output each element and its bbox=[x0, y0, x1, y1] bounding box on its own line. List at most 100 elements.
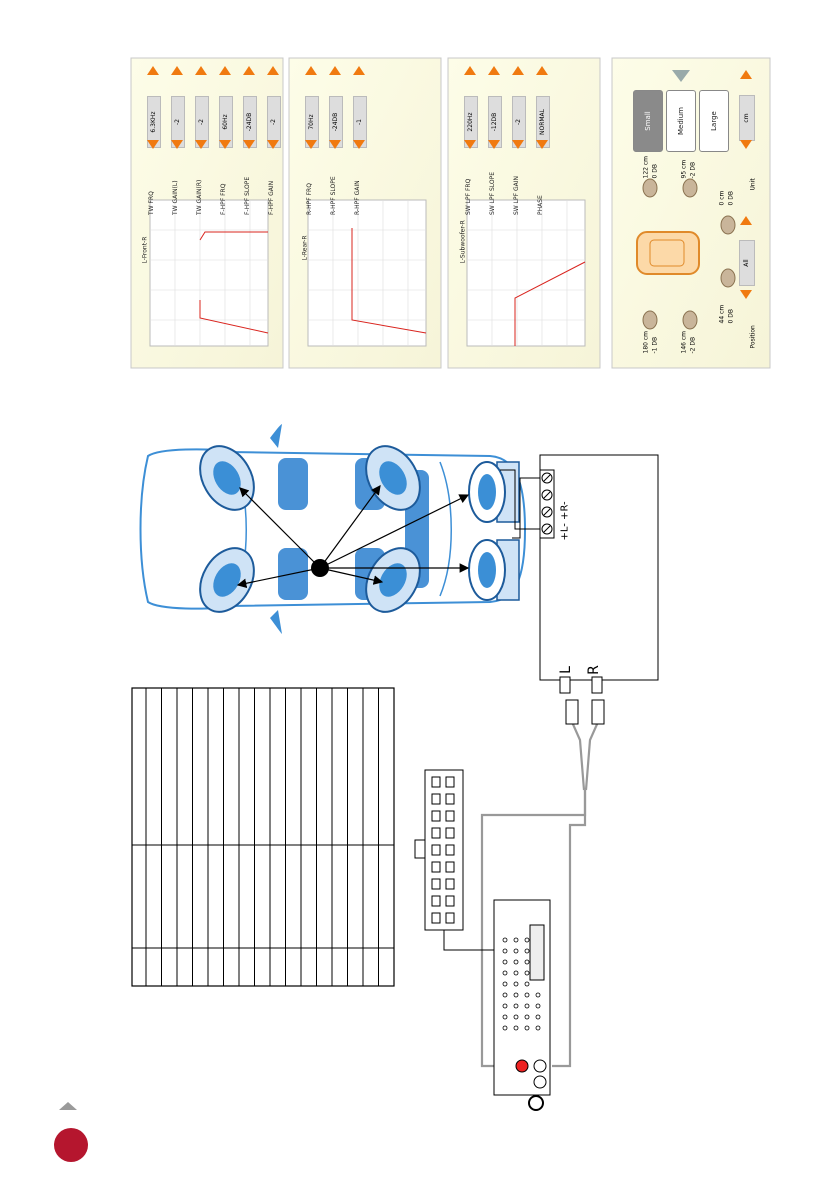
increase-arrow-icon[interactable] bbox=[171, 66, 183, 75]
decrease-arrow-icon[interactable] bbox=[147, 140, 159, 149]
increase-arrow-icon[interactable] bbox=[219, 66, 231, 75]
vent-hole bbox=[524, 937, 530, 943]
speaker-gain: 0 DB bbox=[727, 191, 735, 206]
decrease-arrow-icon[interactable] bbox=[305, 140, 317, 149]
eq-curve-rear bbox=[351, 228, 427, 334]
connector-pin bbox=[445, 844, 455, 856]
increase-arrow-icon[interactable] bbox=[740, 70, 752, 79]
terminal-block bbox=[539, 469, 555, 539]
vent-hole bbox=[502, 970, 508, 976]
vent-hole bbox=[513, 981, 519, 987]
speaker-distance: 146 cm bbox=[680, 330, 688, 354]
eq-graph-sub bbox=[466, 199, 586, 347]
connector-pin bbox=[445, 776, 455, 788]
speaker-distance: 44 cm bbox=[718, 304, 726, 324]
decrease-arrow-icon[interactable] bbox=[464, 140, 476, 149]
increase-arrow-icon[interactable] bbox=[305, 66, 317, 75]
connector-pin bbox=[431, 776, 441, 788]
decrease-arrow-icon[interactable] bbox=[267, 140, 279, 149]
vent-hole bbox=[513, 937, 519, 943]
increase-arrow-icon[interactable] bbox=[195, 66, 207, 75]
decrease-arrow-icon[interactable] bbox=[536, 140, 548, 149]
vent-hole bbox=[524, 959, 530, 965]
speaker-icon bbox=[682, 310, 698, 330]
vent-hole bbox=[502, 1025, 508, 1031]
vent-hole bbox=[535, 1025, 541, 1031]
increase-arrow-icon[interactable] bbox=[267, 66, 279, 75]
vent-hole bbox=[502, 992, 508, 998]
eq-graph-front bbox=[149, 199, 269, 347]
rca-out-left bbox=[515, 1059, 529, 1073]
rca-plug bbox=[565, 699, 579, 725]
size-button-large[interactable]: Large bbox=[699, 90, 729, 152]
speaker-distance: 0 cm bbox=[718, 190, 726, 206]
decrease-arrow-icon[interactable] bbox=[488, 140, 500, 149]
increase-arrow-icon[interactable] bbox=[740, 216, 752, 225]
down-triangle-icon[interactable] bbox=[672, 70, 690, 82]
vent-hole bbox=[535, 1003, 541, 1009]
iso-connector bbox=[414, 769, 540, 951]
increase-arrow-icon[interactable] bbox=[512, 66, 524, 75]
vent-hole bbox=[524, 981, 530, 987]
eq-curve-sub bbox=[514, 261, 586, 346]
connector-pin bbox=[445, 861, 455, 873]
connector-pin bbox=[431, 810, 441, 822]
decrease-arrow-icon[interactable] bbox=[195, 140, 207, 149]
vent-hole bbox=[524, 1025, 530, 1031]
speaker-distance: 122 cm bbox=[642, 155, 650, 179]
connector-pin bbox=[431, 793, 441, 805]
decrease-arrow-icon[interactable] bbox=[353, 140, 365, 149]
subwoofer-right bbox=[468, 539, 520, 601]
vent-hole bbox=[524, 970, 530, 976]
decrease-arrow-icon[interactable] bbox=[243, 140, 255, 149]
connector-pin bbox=[431, 844, 441, 856]
increase-arrow-icon[interactable] bbox=[536, 66, 548, 75]
unit-value[interactable]: cm bbox=[739, 95, 755, 141]
increase-arrow-icon[interactable] bbox=[147, 66, 159, 75]
vent-hole bbox=[513, 1025, 519, 1031]
vent-hole bbox=[513, 948, 519, 954]
speaker-icon bbox=[720, 215, 736, 235]
decrease-arrow-icon[interactable] bbox=[512, 140, 524, 149]
vent-hole bbox=[502, 948, 508, 954]
connector-pin bbox=[445, 912, 455, 924]
vent-hole bbox=[513, 970, 519, 976]
speaker-gain: 0 DB bbox=[727, 309, 735, 324]
vent-hole bbox=[524, 1003, 530, 1009]
speaker-front-right bbox=[199, 547, 255, 613]
vent-hole bbox=[502, 981, 508, 987]
car-speaker-diagram bbox=[139, 424, 527, 634]
speaker-icon bbox=[642, 310, 658, 330]
connector-pin bbox=[431, 827, 441, 839]
page-up-icon[interactable] bbox=[59, 1102, 77, 1110]
rca-plug bbox=[591, 699, 605, 725]
speaker-distance: 180 cm bbox=[642, 330, 650, 354]
vent-hole bbox=[513, 1003, 519, 1009]
connector-pin bbox=[431, 878, 441, 890]
connector-pin bbox=[445, 895, 455, 907]
decrease-arrow-icon[interactable] bbox=[171, 140, 183, 149]
connector-pin bbox=[445, 827, 455, 839]
page-badge bbox=[54, 1128, 88, 1162]
seat-icon bbox=[278, 458, 308, 510]
mirror-left-icon bbox=[270, 424, 282, 448]
decrease-arrow-icon[interactable] bbox=[219, 140, 231, 149]
car-position-icon bbox=[636, 231, 700, 275]
increase-arrow-icon[interactable] bbox=[329, 66, 341, 75]
position-value[interactable]: All bbox=[739, 240, 755, 286]
antenna-jack bbox=[528, 1095, 544, 1111]
connector-pin bbox=[445, 810, 455, 822]
vent-hole bbox=[502, 1014, 508, 1020]
head-unit-connector bbox=[529, 924, 545, 981]
vent-hole bbox=[524, 1014, 530, 1020]
increase-arrow-icon[interactable] bbox=[353, 66, 365, 75]
decrease-arrow-icon[interactable] bbox=[329, 140, 341, 149]
vent-hole bbox=[524, 948, 530, 954]
decrease-arrow-icon[interactable] bbox=[740, 140, 752, 149]
increase-arrow-icon[interactable] bbox=[488, 66, 500, 75]
increase-arrow-icon[interactable] bbox=[464, 66, 476, 75]
speaker-gain: -1 DB bbox=[651, 336, 659, 354]
increase-arrow-icon[interactable] bbox=[243, 66, 255, 75]
connector-pin bbox=[431, 912, 441, 924]
decrease-arrow-icon[interactable] bbox=[740, 290, 752, 299]
